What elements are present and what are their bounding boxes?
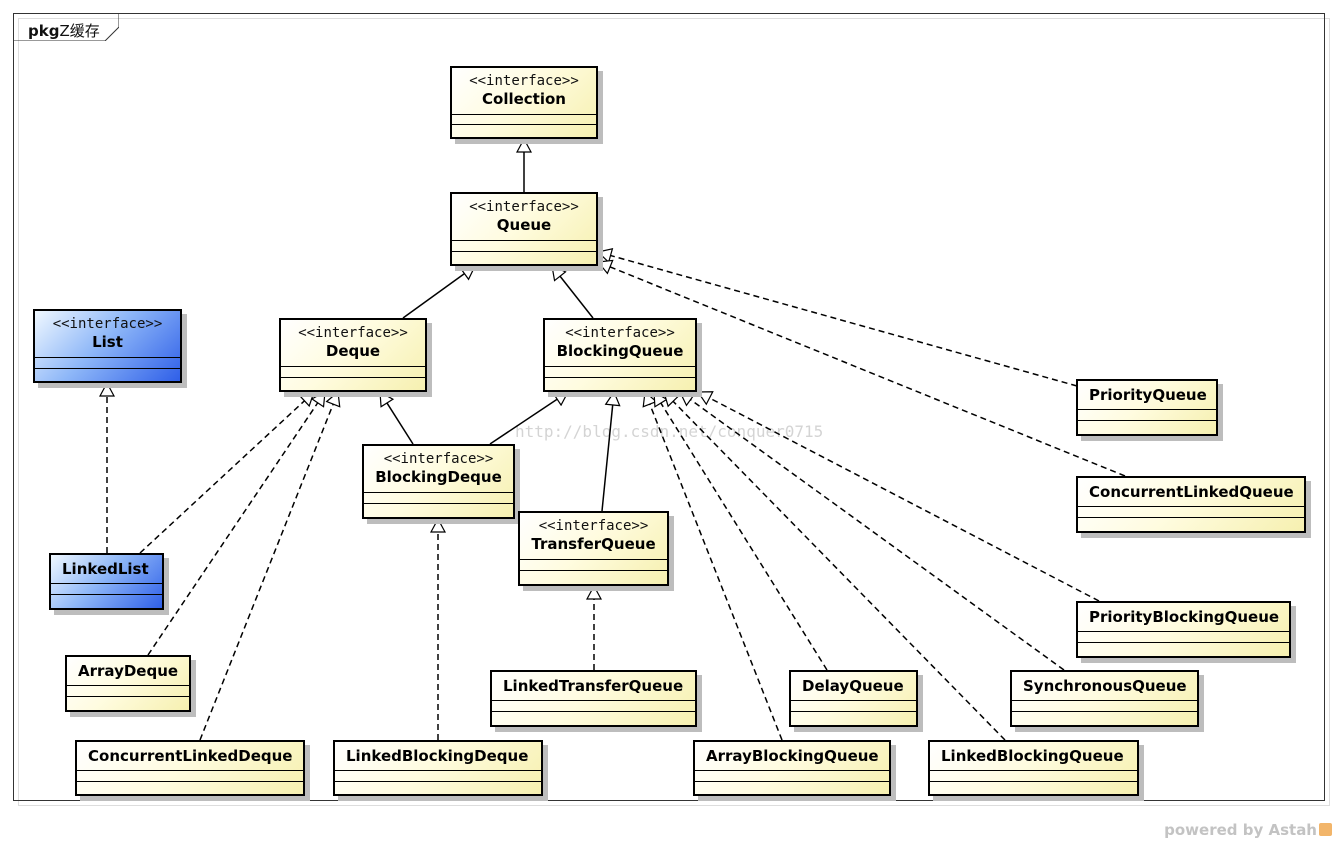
class-name: LinkedTransferQueue bbox=[503, 677, 684, 695]
edge-delayqueue-blockingqueue bbox=[653, 390, 828, 671]
class-name: ArrayDeque bbox=[78, 662, 179, 680]
edge-arrayblockingqueue-blockingqueue bbox=[642, 390, 783, 741]
astah-logo-icon bbox=[1319, 823, 1332, 836]
edge-blockingdeque-deque bbox=[379, 390, 414, 445]
class-linked-blocking-queue[interactable]: LinkedBlockingQueue bbox=[928, 740, 1139, 796]
edge-synchronousqueue-blockingqueue bbox=[678, 391, 1065, 671]
class-name: PriorityBlockingQueue bbox=[1089, 608, 1280, 626]
edge-concurrentlinkeddeque-deque bbox=[199, 390, 341, 741]
class-name: PriorityQueue bbox=[1089, 386, 1207, 404]
class-list[interactable]: <<interface>>List bbox=[33, 309, 182, 383]
class-name: BlockingQueue bbox=[556, 342, 684, 360]
class-name: Queue bbox=[496, 216, 552, 234]
class-collection[interactable]: <<interface>>Collection bbox=[450, 66, 598, 139]
class-transfer-queue[interactable]: <<interface>>TransferQueue bbox=[518, 511, 669, 586]
stereotype-label: <<interface>> bbox=[469, 199, 579, 215]
stereotype-label: <<interface>> bbox=[538, 518, 649, 534]
edge-priorityqueue-queue bbox=[596, 247, 1078, 387]
class-name: List bbox=[92, 333, 123, 351]
edge-arraydeque-deque bbox=[147, 390, 326, 656]
edge-blockingqueue-queue bbox=[551, 265, 594, 319]
class-array-deque[interactable]: ArrayDeque bbox=[65, 655, 191, 712]
edge-linkedblockingqueue-blockingqueue bbox=[663, 391, 1006, 741]
class-name: BlockingDeque bbox=[375, 468, 502, 486]
edge-concurrentlinkedqueue-queue bbox=[596, 259, 1126, 477]
stereotype-label: <<interface>> bbox=[565, 325, 675, 341]
class-name: ConcurrentLinkedQueue bbox=[1089, 483, 1294, 501]
edge-blockingdeque-blockingqueue bbox=[489, 391, 570, 445]
class-deque[interactable]: <<interface>>Deque bbox=[279, 318, 427, 392]
class-blocking-deque[interactable]: <<interface>>BlockingDeque bbox=[362, 444, 515, 519]
class-name: LinkedBlockingDeque bbox=[346, 747, 529, 765]
class-name: LinkedBlockingQueue bbox=[941, 747, 1124, 765]
class-priority-blocking-queue[interactable]: PriorityBlockingQueue bbox=[1076, 601, 1291, 658]
edge-transferqueue-blockingqueue bbox=[601, 390, 621, 512]
package-label: pkgZ缓存 bbox=[28, 20, 100, 41]
class-name: ConcurrentLinkedDeque bbox=[88, 747, 293, 765]
class-name: ArrayBlockingQueue bbox=[706, 747, 879, 765]
stereotype-label: <<interface>> bbox=[298, 325, 408, 341]
package-name: Z缓存 bbox=[59, 22, 100, 40]
edge-deque-queue bbox=[402, 265, 477, 319]
class-queue[interactable]: <<interface>>Queue bbox=[450, 192, 598, 266]
class-concurrent-linked-deque[interactable]: ConcurrentLinkedDeque bbox=[75, 740, 305, 796]
class-name: LinkedList bbox=[62, 560, 149, 578]
package-frame bbox=[13, 13, 1325, 801]
class-linked-blocking-deque[interactable]: LinkedBlockingDeque bbox=[333, 740, 543, 796]
stereotype-label: <<interface>> bbox=[52, 316, 163, 332]
class-concurrent-linked-queue[interactable]: ConcurrentLinkedQueue bbox=[1076, 476, 1306, 533]
class-linked-transfer-queue[interactable]: LinkedTransferQueue bbox=[490, 670, 697, 727]
powered-by-text: powered by Astah bbox=[1164, 821, 1317, 839]
stereotype-label: <<interface>> bbox=[383, 451, 494, 467]
class-synchronous-queue[interactable]: SynchronousQueue bbox=[1010, 670, 1199, 727]
class-priority-queue[interactable]: PriorityQueue bbox=[1076, 379, 1218, 436]
edge-priorityblockingqueue-blockingqueue bbox=[696, 391, 1100, 602]
edge-linkedlist-deque bbox=[139, 391, 315, 554]
class-blocking-queue[interactable]: <<interface>>BlockingQueue bbox=[543, 318, 697, 392]
frame-shadow bbox=[18, 18, 1330, 806]
powered-by-footer: powered by Astah bbox=[1164, 821, 1332, 839]
class-name: Collection bbox=[482, 90, 566, 108]
class-linked-list[interactable]: LinkedList bbox=[49, 553, 164, 610]
class-array-blocking-queue[interactable]: ArrayBlockingQueue bbox=[693, 740, 891, 796]
class-name: TransferQueue bbox=[531, 535, 656, 553]
package-keyword: pkg bbox=[28, 22, 60, 40]
class-delay-queue[interactable]: DelayQueue bbox=[789, 670, 918, 727]
class-name: SynchronousQueue bbox=[1023, 677, 1187, 695]
stereotype-label: <<interface>> bbox=[469, 73, 579, 89]
class-name: Deque bbox=[325, 342, 381, 360]
watermark: http://blog.csdn.net/conquer0715 bbox=[515, 422, 824, 441]
package-tab bbox=[13, 13, 119, 41]
class-name: DelayQueue bbox=[802, 677, 904, 695]
